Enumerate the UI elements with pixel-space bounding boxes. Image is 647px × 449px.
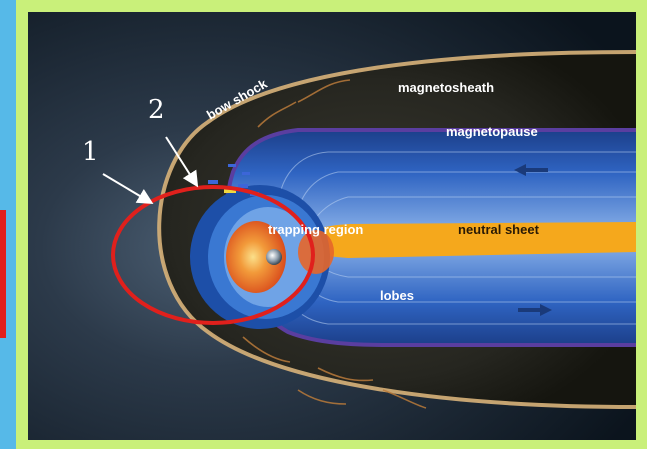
- magnetosphere-diagram: 1 2 bow shock magnetosheath magnetopause…: [28, 12, 636, 440]
- marker-2: 2: [148, 95, 165, 125]
- trapping-region-label: trapping region: [268, 222, 363, 237]
- magnetosheath-label: magnetosheath: [398, 80, 494, 95]
- earth: [266, 249, 282, 265]
- lobes-label: lobes: [380, 288, 414, 303]
- red-accent-tab: [0, 210, 6, 338]
- neutral-sheet-label: neutral sheet: [458, 222, 540, 237]
- marker-1: 1: [82, 137, 99, 167]
- magnetopause-label: magnetopause: [446, 124, 538, 139]
